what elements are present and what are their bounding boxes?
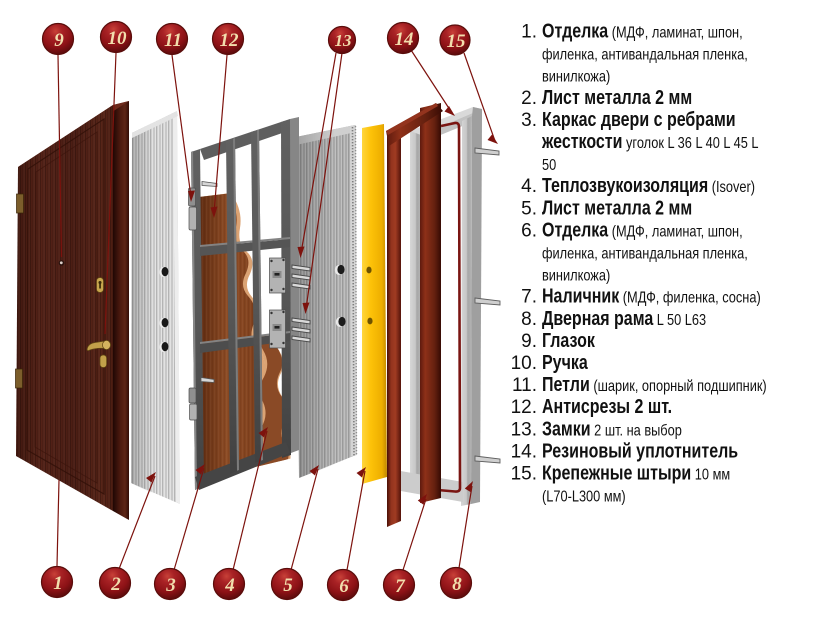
svg-text:5: 5 [283, 575, 293, 596]
svg-text:11.: 11. [512, 375, 537, 396]
svg-text:3.: 3. [521, 110, 537, 131]
svg-text:2: 2 [110, 574, 121, 595]
svg-text:13.: 13. [511, 419, 537, 440]
svg-text:8: 8 [452, 574, 462, 595]
svg-text:Крепежные штыри 10 мм: Крепежные штыри 10 мм [542, 462, 730, 484]
svg-text:9.: 9. [521, 331, 537, 352]
svg-text:3: 3 [165, 575, 176, 596]
svg-text:10.: 10. [511, 353, 537, 374]
svg-text:4.: 4. [521, 176, 537, 197]
svg-text:Отделка (МДФ, ламинат, шпон,: Отделка (МДФ, ламинат, шпон, [542, 20, 743, 42]
svg-text:Отделка (МДФ, ламинат, шпон,: Отделка (МДФ, ламинат, шпон, [542, 219, 743, 241]
svg-text:Дверная рама L 50 L63: Дверная рама L 50 L63 [542, 307, 706, 329]
svg-text:7.: 7. [521, 287, 537, 308]
svg-text:12.: 12. [511, 397, 537, 418]
svg-text:4: 4 [224, 575, 235, 596]
svg-text:12: 12 [220, 30, 240, 51]
svg-text:14: 14 [395, 29, 414, 50]
svg-text:7: 7 [395, 576, 406, 597]
svg-text:5.: 5. [521, 198, 537, 219]
svg-text:Резиновый уплотнитель: Резиновый уплотнитель [542, 440, 738, 462]
svg-text:винилкожа): винилкожа) [542, 267, 610, 285]
svg-text:50: 50 [542, 157, 556, 175]
svg-text:Лист металла 2 мм: Лист металла 2 мм [542, 197, 692, 219]
svg-text:Теплозвукоизоляция (Isover): Теплозвукоизоляция (Isover) [542, 175, 755, 197]
svg-text:6.: 6. [521, 220, 537, 241]
svg-text:8.: 8. [521, 309, 537, 330]
svg-text:филенка, антивандальная пленка: филенка, антивандальная пленка, [542, 46, 748, 64]
svg-text:9: 9 [54, 30, 64, 51]
svg-text:Замки 2 шт. на выбор: Замки 2 шт. на выбор [542, 418, 682, 440]
svg-text:15.: 15. [511, 464, 537, 485]
svg-text:10: 10 [108, 28, 128, 49]
svg-text:15: 15 [447, 31, 467, 52]
svg-text:винилкожа): винилкожа) [542, 68, 610, 86]
svg-text:11: 11 [164, 30, 182, 51]
svg-text:2.: 2. [521, 88, 537, 109]
svg-text:1: 1 [53, 573, 63, 594]
svg-text:Антисрезы 2 шт.: Антисрезы 2 шт. [542, 396, 672, 418]
svg-text:6: 6 [339, 576, 349, 597]
svg-text:13: 13 [335, 31, 353, 50]
svg-text:Наличник (МДФ, филенка, сосна): Наличник (МДФ, филенка, сосна) [542, 285, 761, 307]
svg-text:жесткости уголок L 36 L 40 L 4: жесткости уголок L 36 L 40 L 45 L [541, 130, 758, 152]
svg-text:Петли (шарик, опорный подшипни: Петли (шарик, опорный подшипник) [542, 373, 767, 395]
svg-text:(L70-L300 мм): (L70-L300 мм) [542, 488, 626, 506]
svg-text:Ручка: Ручка [542, 351, 589, 373]
svg-text:1.: 1. [521, 22, 537, 43]
svg-text:14.: 14. [511, 441, 537, 462]
svg-text:филенка, антивандальная пленка: филенка, антивандальная пленка, [542, 245, 748, 263]
svg-text:Глазок: Глазок [542, 329, 596, 351]
svg-text:Каркас двери с ребрами: Каркас двери с ребрами [542, 108, 736, 130]
svg-text:Лист металла 2 мм: Лист металла 2 мм [542, 86, 692, 108]
